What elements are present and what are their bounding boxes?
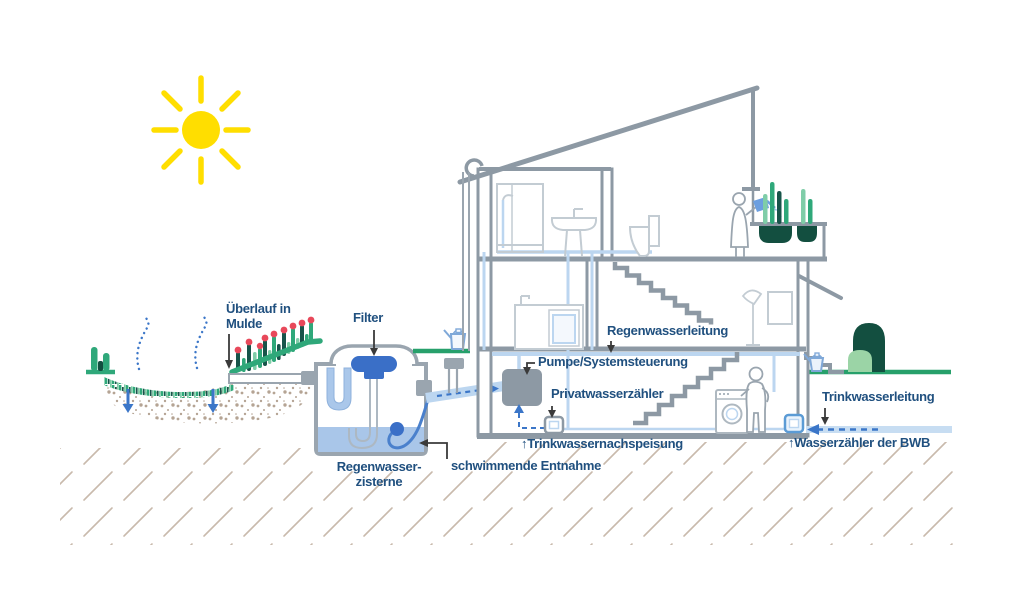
kitchen-icon [514,295,584,350]
floor-lamp-icon [741,289,763,346]
drinking-water-pipe-icon [806,424,952,435]
shower-icon [496,183,544,253]
filter-icon [351,356,397,379]
underground-hatching [60,442,958,545]
sun-icon [151,75,251,185]
water-meter-icon [543,415,565,435]
picture-frame-icon [767,291,793,325]
evaporation-arrows-icon [136,314,208,371]
person-laundry-icon [740,366,770,433]
roof [457,85,760,185]
cistern-icon [314,344,432,456]
watering-can-icon [443,328,467,350]
pump-icon [502,369,542,406]
infiltration-arrows-icon [122,389,219,413]
sink-icon [550,208,598,257]
bush-icon [848,323,885,372]
topup-dashed-line [514,404,545,429]
toilet-icon [628,215,660,257]
swale-icon [104,377,313,424]
bwb-meter-icon [783,413,805,434]
downspout-icon [462,172,470,351]
overflow-pipe-icon [228,371,317,385]
flower-slope-icon [229,316,323,375]
planter-icon [759,182,817,243]
stairs-icon [612,262,740,426]
washing-machine-icon [715,389,749,434]
downpipe-underground-icon [444,358,464,393]
label-arrows [225,330,829,459]
floating-intake-icon [387,394,431,450]
plant-tuft-icon [86,347,115,375]
watering-can-right-icon [803,352,825,372]
